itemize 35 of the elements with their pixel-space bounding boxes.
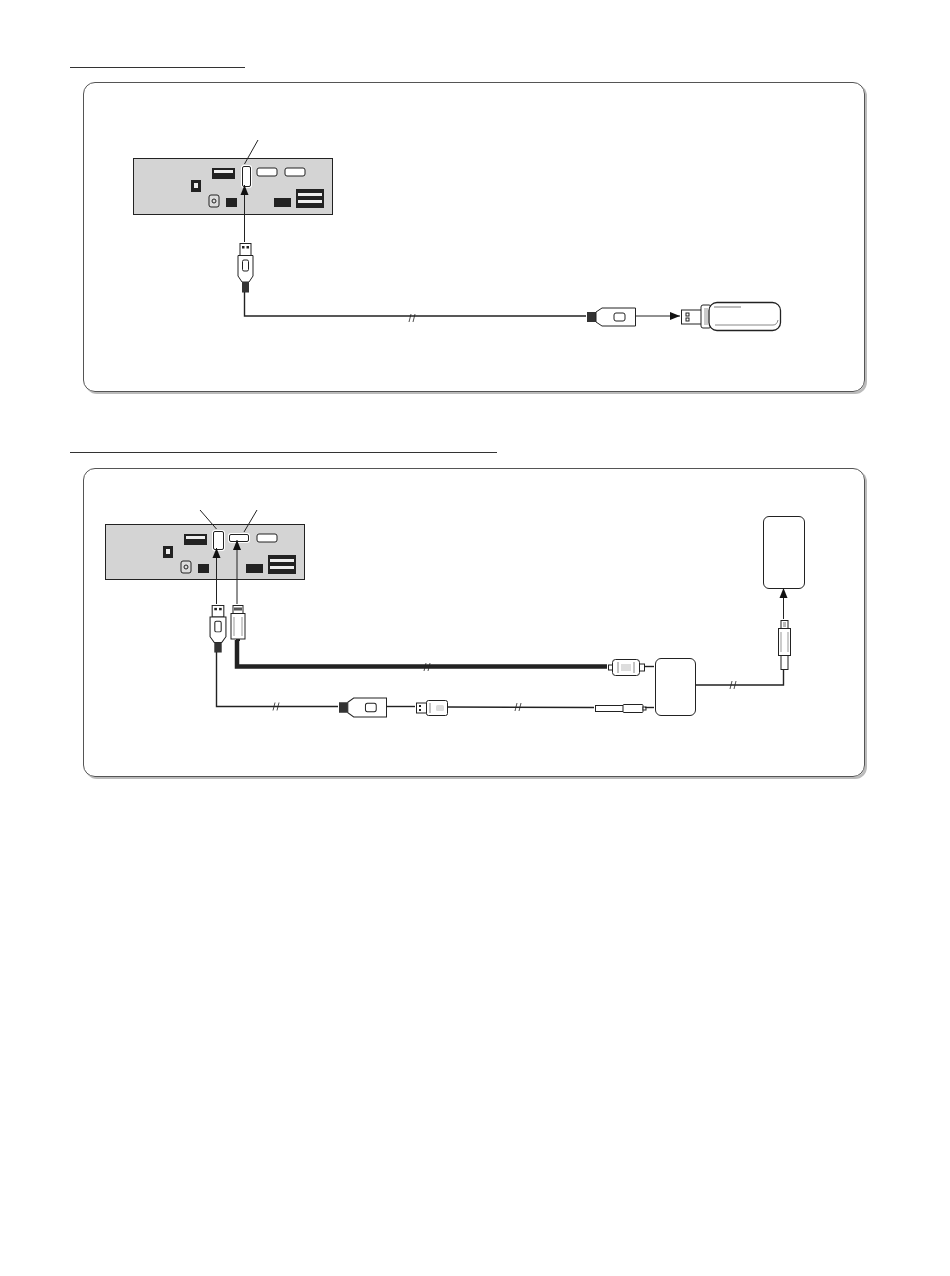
arrow: [212, 547, 221, 605]
cable-plug-drawing: [595, 704, 646, 713]
cable: [243, 291, 587, 317]
usb-socket-drawing: [587, 307, 636, 327]
smartphone: [763, 516, 805, 589]
arrow: [779, 587, 788, 620]
arrow: [233, 539, 241, 605]
phone-plug-drawing: [778, 620, 791, 670]
usb-stick-drawing: [681, 302, 781, 331]
hdmi-plug-drawing: [230, 605, 246, 641]
hdmi-port: [229, 534, 249, 542]
usb-plug-drawing: [416, 700, 448, 716]
arrow: [634, 312, 681, 320]
usb-port: [242, 166, 251, 187]
cable: [694, 668, 785, 686]
thick-cable: [234, 640, 607, 669]
usb-plug-drawing: [237, 243, 254, 293]
diagram-panel: [83, 468, 865, 777]
cable: [446, 706, 595, 709]
leader-line: [199, 509, 217, 530]
hdmi-plug-drawing: [608, 659, 645, 676]
cable: [644, 706, 655, 709]
usb-port: [213, 531, 224, 550]
arrow: [240, 184, 249, 243]
usb-socket-drawing: [339, 697, 387, 718]
head-unit: [105, 524, 305, 580]
head-unit: [133, 158, 333, 215]
cable: [643, 665, 655, 668]
leader-line: [244, 139, 259, 165]
leader-line: [243, 509, 258, 533]
diagram-panel: [83, 82, 865, 392]
usb-plug-drawing: [208, 605, 227, 653]
cable: [385, 705, 416, 708]
adapter-box: [655, 658, 696, 716]
cable: [215, 651, 339, 708]
